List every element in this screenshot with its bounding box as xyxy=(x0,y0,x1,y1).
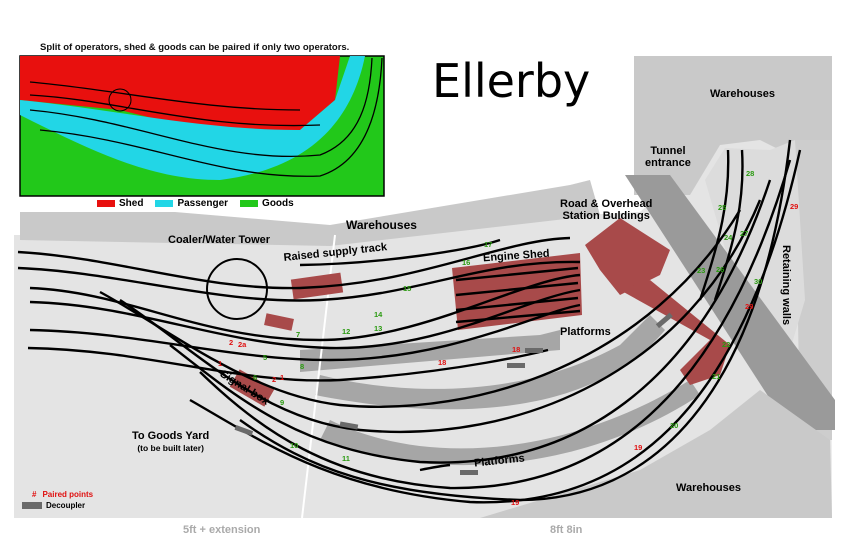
point-24[interactable]: 24 xyxy=(724,233,733,242)
point-28[interactable]: 28 xyxy=(746,169,755,178)
point-8[interactable]: 8 xyxy=(300,362,305,371)
point-26[interactable]: 26 xyxy=(716,265,725,274)
point-29a[interactable]: 29 xyxy=(790,202,799,211)
decoupler xyxy=(655,312,673,329)
label-warehouses-top: Warehouses xyxy=(346,218,417,232)
legend-shed-swatch xyxy=(97,200,115,207)
legend-passenger-swatch xyxy=(155,200,174,207)
point-23[interactable]: 23 xyxy=(697,266,706,275)
point-14[interactable]: 14 xyxy=(374,310,383,319)
point-11[interactable]: 11 xyxy=(342,454,350,463)
decoupler xyxy=(507,363,525,368)
road-diagonal xyxy=(625,175,835,430)
decouplers xyxy=(234,312,673,475)
dimension-right: 8ft 8in xyxy=(550,524,583,536)
point-5[interactable]: 5 xyxy=(263,353,268,362)
point-29b[interactable]: 29 xyxy=(745,302,754,311)
point-27[interactable]: 27 xyxy=(740,229,749,238)
point-1a[interactable]: 1 xyxy=(218,359,223,368)
warehouses-strip-top xyxy=(20,180,600,246)
point-9[interactable]: 9 xyxy=(280,398,285,407)
dimension-left: 5ft + extension xyxy=(183,524,261,536)
legend-goods-swatch xyxy=(240,200,259,207)
point-2a-label[interactable]: 2 xyxy=(229,338,234,347)
turntable xyxy=(206,258,268,320)
point-19a[interactable]: 19 xyxy=(634,443,643,452)
point-1b[interactable]: 1 xyxy=(280,373,285,382)
point-10[interactable]: 10 xyxy=(290,441,299,450)
point-19b[interactable]: 19 xyxy=(511,498,520,507)
legend-decoupler: Decoupler xyxy=(22,500,93,511)
station-bridge xyxy=(620,280,730,385)
point-18a[interactable]: 18 xyxy=(512,345,521,354)
legend-shed: Shed xyxy=(97,198,143,209)
tracks xyxy=(17,139,802,504)
label-warehouses-bottom: Warehouses xyxy=(676,482,742,494)
label-coaler: Coaler/Water Tower xyxy=(168,234,271,246)
point-18b[interactable]: 18 xyxy=(438,358,447,367)
label-goods-yard: To Goods Yard(to be built later) xyxy=(132,430,210,453)
decoupler xyxy=(460,470,478,475)
warehouses-block-bottom xyxy=(480,390,832,518)
label-platforms-mid: Platforms xyxy=(560,326,611,338)
warehouses-block-right xyxy=(634,56,832,195)
decoupler xyxy=(234,425,254,436)
label-retaining-walls: Retaining walls xyxy=(780,245,792,326)
platform-mid xyxy=(300,330,560,372)
decoupler-swatch xyxy=(22,502,42,509)
small-hut xyxy=(264,313,294,331)
platform-lower xyxy=(320,380,700,466)
point-15[interactable]: 15 xyxy=(403,284,412,293)
inset-legend: Shed Passenger Goods xyxy=(97,198,294,209)
point-12[interactable]: 12 xyxy=(342,327,351,336)
page-title: Ellerby xyxy=(432,54,591,108)
operator-split-inset xyxy=(19,55,385,197)
point-25[interactable]: 25 xyxy=(718,203,727,212)
decoupler xyxy=(525,348,543,353)
legend-paired-points: #Paired points xyxy=(32,490,94,499)
point-6[interactable]: 6 xyxy=(253,373,258,382)
station-building xyxy=(585,218,670,295)
point-30[interactable]: 30 xyxy=(754,277,763,286)
signal-box-building xyxy=(229,369,275,407)
point-7[interactable]: 7 xyxy=(296,330,301,339)
point-20[interactable]: 20 xyxy=(670,421,679,430)
legend: #Paired points Decoupler xyxy=(22,489,93,511)
point-13[interactable]: 13 xyxy=(374,324,383,333)
label-warehouses-right: Warehouses xyxy=(710,88,776,100)
point-2a[interactable]: 2a xyxy=(238,340,247,349)
point-22[interactable]: 22 xyxy=(722,340,731,349)
legend-passenger: Passenger xyxy=(155,198,228,209)
point-17[interactable]: 17 xyxy=(484,240,493,249)
legend-goods: Goods xyxy=(240,198,294,209)
platform-curve xyxy=(315,315,665,410)
point-21[interactable]: 21 xyxy=(712,372,721,381)
point-2b[interactable]: 2 xyxy=(272,375,277,384)
point-16[interactable]: 16 xyxy=(462,258,471,267)
decoupler xyxy=(339,421,359,430)
baseboard-left xyxy=(14,235,330,518)
inset-caption: Split of operators, shed & goods can be … xyxy=(40,42,350,53)
